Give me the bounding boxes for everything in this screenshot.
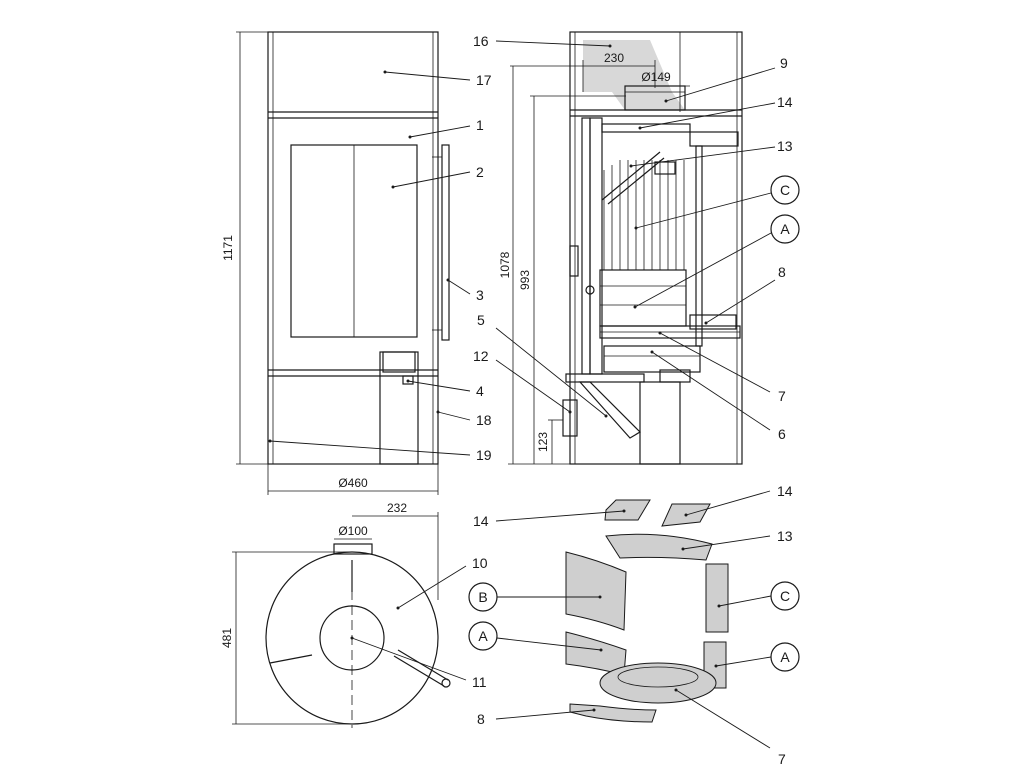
section-view: [562, 31, 743, 465]
dim-149: Ø149: [641, 70, 671, 84]
callout-18: 18: [476, 412, 492, 428]
dim-481: 481: [220, 628, 234, 648]
callout-10: 10: [472, 555, 488, 571]
callout-17: 17: [476, 72, 492, 88]
dim-1171: 1171: [221, 235, 235, 261]
section-callouts: 16 9 14 13 C A 8 5 12 7 6: [473, 33, 800, 442]
callout-7-exploded: 7: [778, 751, 786, 767]
exploded-callouts: 14 14 13 B C A A 8 7: [468, 483, 800, 767]
callout-1: 1: [476, 117, 484, 133]
callout-A-section: A: [780, 221, 790, 237]
callout-C-section: C: [780, 182, 790, 198]
callout-7-section: 7: [778, 388, 786, 404]
callout-14-left: 14: [473, 513, 489, 529]
callout-11: 11: [472, 674, 487, 690]
plan-callouts: 10 11: [350, 555, 488, 690]
callout-8-exploded: 8: [477, 711, 485, 727]
front-callouts: 17 1 2 3 4 18 19: [268, 70, 492, 463]
plan-dimensions: Ø100 232 481: [220, 501, 439, 725]
exploded-view: [565, 499, 729, 723]
dim-232: 232: [387, 501, 407, 515]
section-dimensions: 230 Ø149 1078 993 123: [498, 51, 742, 465]
callout-19: 19: [476, 447, 492, 463]
callout-9: 9: [780, 55, 788, 71]
dim-460: Ø460: [338, 476, 368, 490]
dim-123: 123: [536, 432, 550, 452]
callout-8-section: 8: [778, 264, 786, 280]
callout-4: 4: [476, 383, 484, 399]
front-dimensions: 1171 Ø460: [221, 31, 439, 495]
callout-13-exploded: 13: [777, 528, 793, 544]
callout-6: 6: [778, 426, 786, 442]
dim-100: Ø100: [338, 524, 368, 538]
callout-5: 5: [477, 312, 485, 328]
plan-view: [265, 543, 451, 728]
callout-16: 16: [473, 33, 489, 49]
callout-A-exploded-right: A: [780, 649, 790, 665]
callout-C-exploded: C: [780, 588, 790, 604]
callout-B: B: [478, 589, 487, 605]
callout-A-exploded-left: A: [478, 628, 488, 644]
callout-12: 12: [473, 348, 489, 364]
dim-1078: 1078: [498, 251, 512, 278]
callout-3: 3: [476, 287, 484, 303]
callout-2: 2: [476, 164, 484, 180]
callout-14-right: 14: [777, 483, 793, 499]
dim-230: 230: [604, 51, 624, 65]
dim-993: 993: [518, 270, 532, 290]
callout-14-section: 14: [777, 94, 793, 110]
front-view: [267, 31, 450, 465]
firebrick-grid: [603, 160, 685, 270]
callout-13-section: 13: [777, 138, 793, 154]
